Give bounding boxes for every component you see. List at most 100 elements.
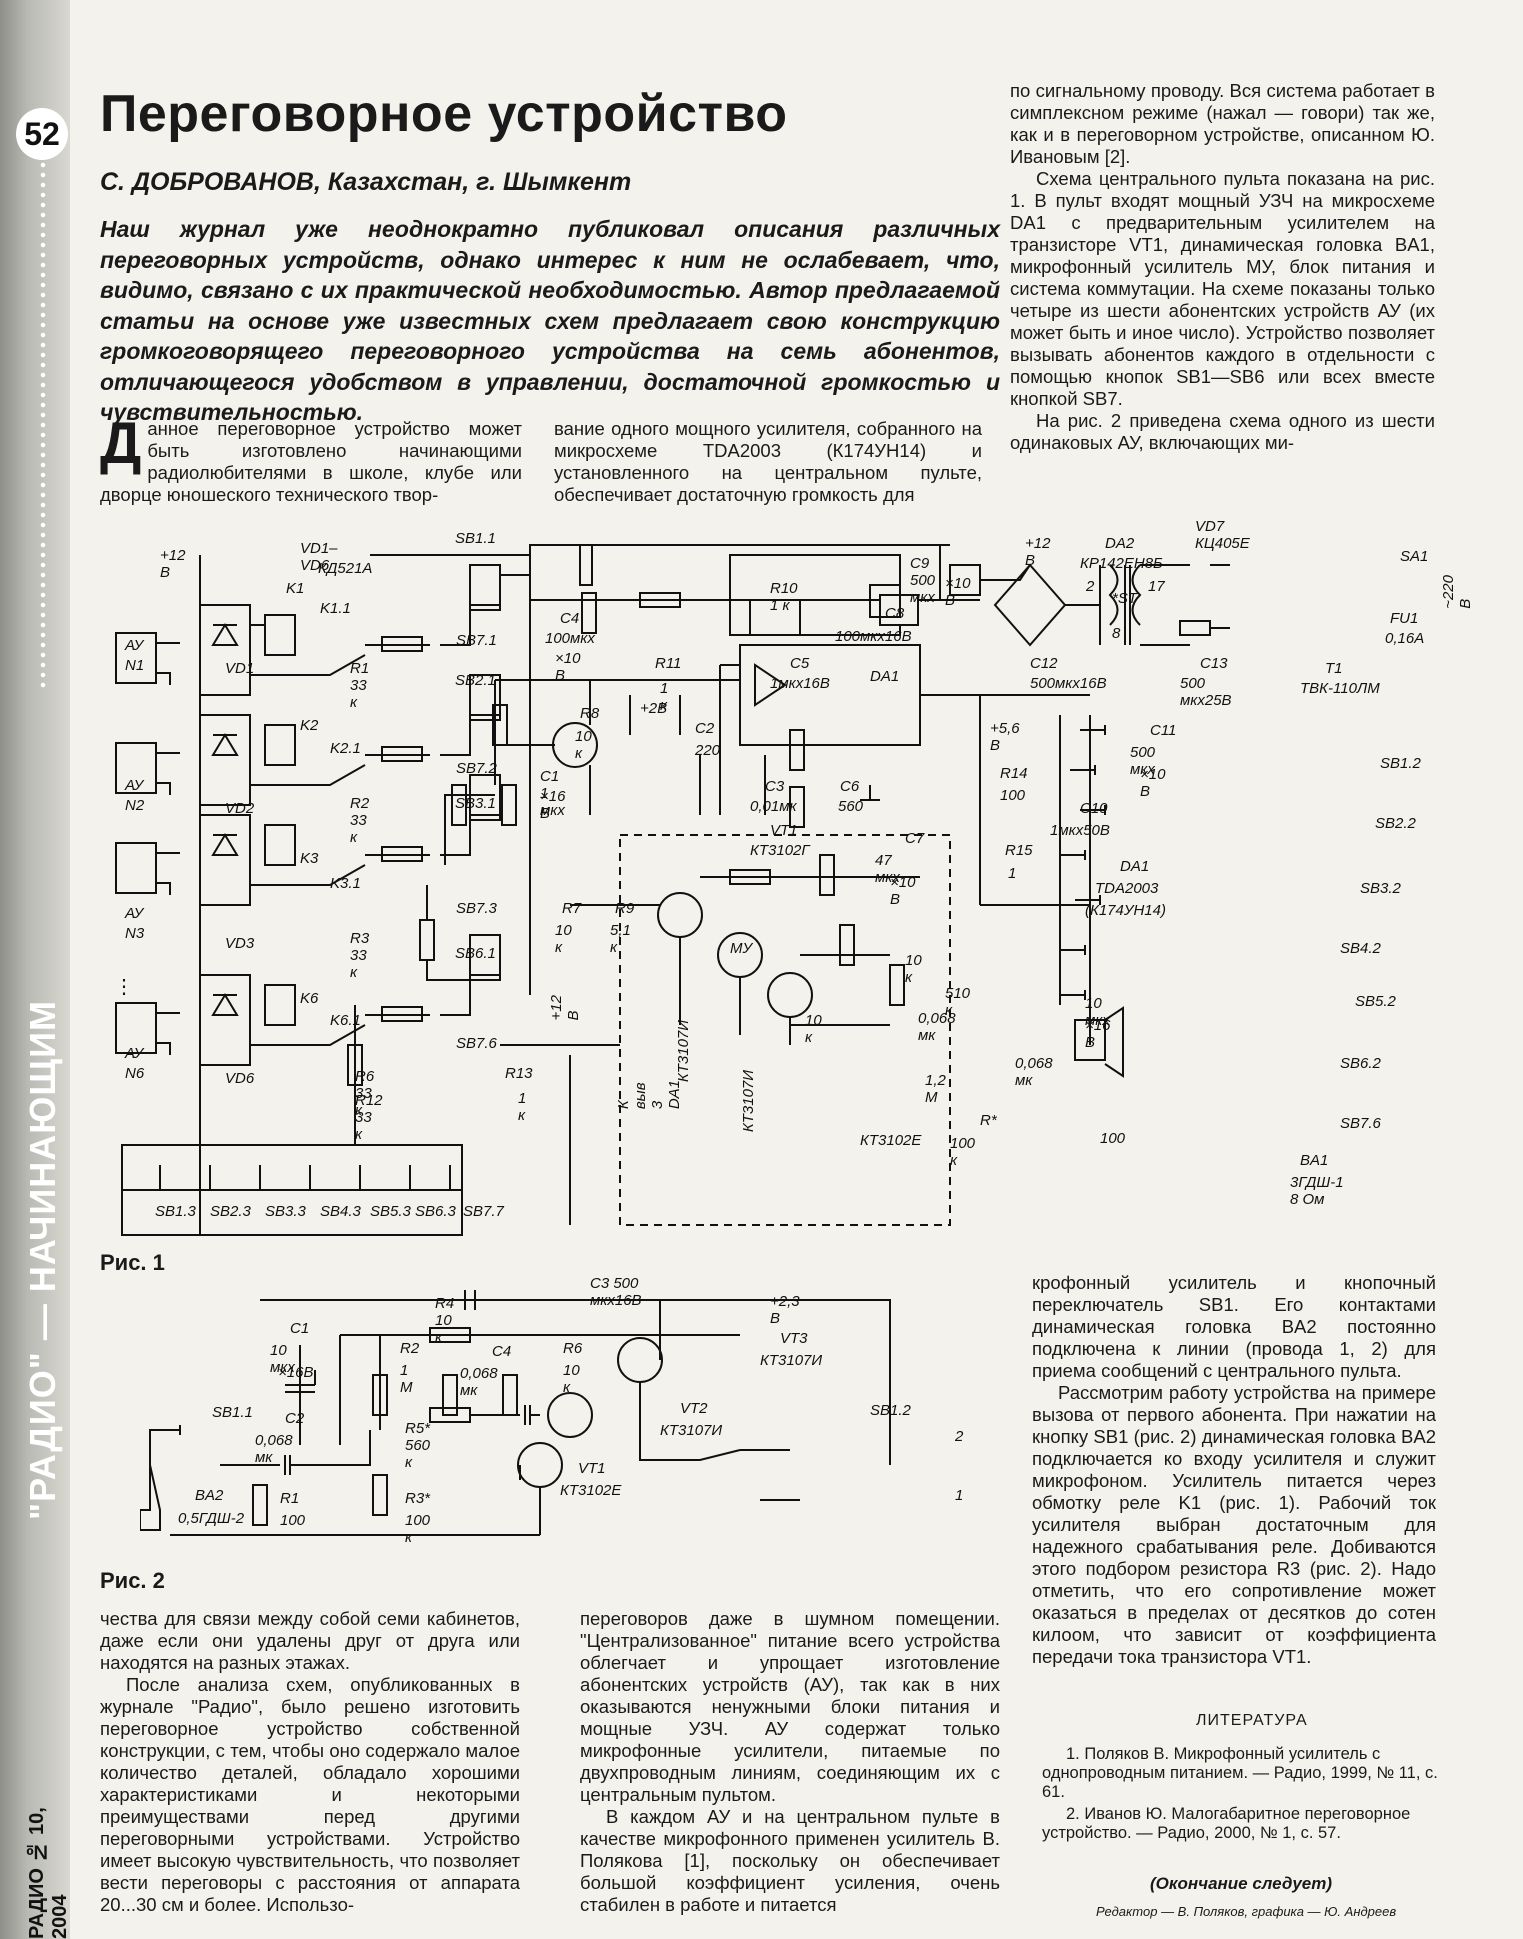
label: +2В: [640, 700, 668, 717]
label: VD1–VD6: [300, 540, 338, 574]
label: SB1.1: [212, 1404, 253, 1421]
label: 1 к: [518, 1090, 527, 1124]
label: 2: [955, 1428, 964, 1445]
label: 0,068 мк: [460, 1365, 498, 1399]
label: R1 33 к: [350, 660, 370, 711]
label: КТ3107И: [740, 1070, 757, 1133]
svg-text:⋮: ⋮: [114, 976, 134, 998]
label: SB1.3: [155, 1203, 196, 1220]
label: SB1.1: [455, 530, 496, 547]
label: +12 В: [548, 995, 582, 1021]
label: КТ3107И: [760, 1352, 823, 1369]
label: N1: [125, 657, 145, 674]
label: K3: [300, 850, 319, 867]
label: C7: [905, 830, 925, 847]
label: SB1.2: [870, 1402, 911, 1419]
label: 0,5ГДШ-2: [178, 1510, 245, 1527]
label: 100мкх16В: [835, 628, 912, 645]
label: 1мкх16В: [770, 675, 830, 692]
label: 17: [1148, 578, 1165, 595]
label: K1: [286, 580, 305, 597]
spine-issue: РАДИО № 10, 2004: [26, 1807, 71, 1939]
label: R6 33 к: [355, 1068, 375, 1119]
label: R15: [1005, 842, 1033, 859]
label: R12 33 к: [355, 1092, 383, 1143]
paragraph: по сигнальному проводу. Вся система рабо…: [1010, 80, 1435, 167]
label: 2: [1086, 578, 1095, 595]
label: АУ: [125, 777, 144, 794]
editors-credit: Редактор — В. Поляков, графика — Ю. Андр…: [1096, 1904, 1397, 1919]
label: R2: [400, 1340, 420, 1357]
paragraph: Схема центрального пульта показана на ри…: [1010, 168, 1435, 409]
label: SB7.7: [463, 1203, 504, 1220]
column-1-bottom: чества для связи между собой семи кабине…: [100, 1608, 520, 1916]
label: +5,6 В: [990, 720, 1020, 754]
label: SB5.2: [1355, 993, 1396, 1010]
label: C2: [695, 720, 715, 737]
label: K3.1: [330, 875, 361, 892]
label: C10: [1080, 800, 1108, 817]
label: R5* 560 к: [405, 1420, 431, 1471]
label: 10 к: [575, 728, 592, 762]
label: 1 к: [660, 680, 669, 714]
label: VT1: [578, 1460, 606, 1477]
column-3-top: по сигнальному проводу. Вся система рабо…: [1010, 80, 1435, 454]
article-lead: Наш журнал уже неоднократно публиковал о…: [100, 216, 1000, 425]
label: DA2: [1105, 535, 1135, 552]
label: 0,068 мк: [255, 1432, 293, 1466]
label: R3 33 к: [350, 930, 370, 981]
label: 100мкх: [545, 630, 595, 647]
label: SB3.1: [455, 795, 496, 812]
label: SB2.2: [1375, 815, 1416, 832]
label: 1 М: [400, 1362, 413, 1396]
label: BA2: [195, 1487, 224, 1504]
label: K2.1: [330, 740, 361, 757]
label: R14: [1000, 765, 1028, 782]
literature-item-1: 1. Поляков В. Микрофонный усилитель с од…: [1042, 1745, 1438, 1801]
label: R8: [580, 705, 600, 722]
label: ×10 В: [1140, 766, 1166, 800]
label: ×16 В: [1085, 1017, 1111, 1051]
label: C1 1 мкх: [540, 768, 565, 819]
label: VD3: [225, 935, 255, 952]
label: 0,01мк: [750, 798, 797, 815]
literature-heading: ЛИТЕРАТУРА: [1196, 1712, 1308, 1729]
label: КР142ЕН8Б: [1080, 555, 1163, 572]
spine-dots-decoration: [40, 150, 46, 690]
label: SB3.2: [1360, 880, 1401, 897]
label: 8: [1112, 625, 1121, 642]
label: K6.1: [330, 1012, 361, 1029]
label: R13: [505, 1065, 533, 1082]
column-2-top: вание одного мощного усилителя, собранно…: [554, 418, 982, 506]
label: K2: [300, 717, 319, 734]
label: *ST: [1112, 590, 1138, 607]
spine-section-title: "РАДИО" — НАЧИНАЮЩИМ: [22, 1000, 63, 1520]
column-2-bottom: переговоров даже в шумном помещении. "Це…: [580, 1608, 1000, 1916]
label: C4: [492, 1343, 512, 1360]
label: 100: [280, 1512, 306, 1529]
label: 0,068 мк: [1015, 1055, 1053, 1089]
label: (К174УН14): [1085, 902, 1166, 919]
label: C9 500 мкх: [910, 555, 936, 606]
label: 560: [838, 798, 864, 815]
label: DA1: [1120, 858, 1150, 875]
label: R3*: [405, 1490, 431, 1507]
label: АУ: [125, 637, 144, 654]
label: C3 500 мкх16В: [590, 1275, 642, 1309]
label: SB7.6: [456, 1035, 497, 1052]
label: N6: [125, 1065, 145, 1082]
literature-item-2: 2. Иванов Ю. Малогабаритное переговорное…: [1042, 1805, 1411, 1842]
label: N3: [125, 925, 145, 942]
label: SB4.3: [320, 1203, 361, 1220]
label: ~220 В: [1440, 575, 1474, 609]
paragraph: В каждом АУ и на центральном пульте в ка…: [580, 1806, 1000, 1915]
label: 0,068 мк: [918, 1010, 956, 1044]
paragraph: На рис. 2 приведена схема одного из шест…: [1010, 410, 1435, 453]
figure-2-schematic: [140, 1290, 891, 1536]
label: МУ: [730, 940, 753, 957]
label: 10 к: [805, 1012, 822, 1046]
paragraph: После анализа схем, опубликованных в жур…: [100, 1674, 520, 1915]
column-3-middle: крофонный усилитель и кнопочный переключ…: [1032, 1272, 1436, 1668]
